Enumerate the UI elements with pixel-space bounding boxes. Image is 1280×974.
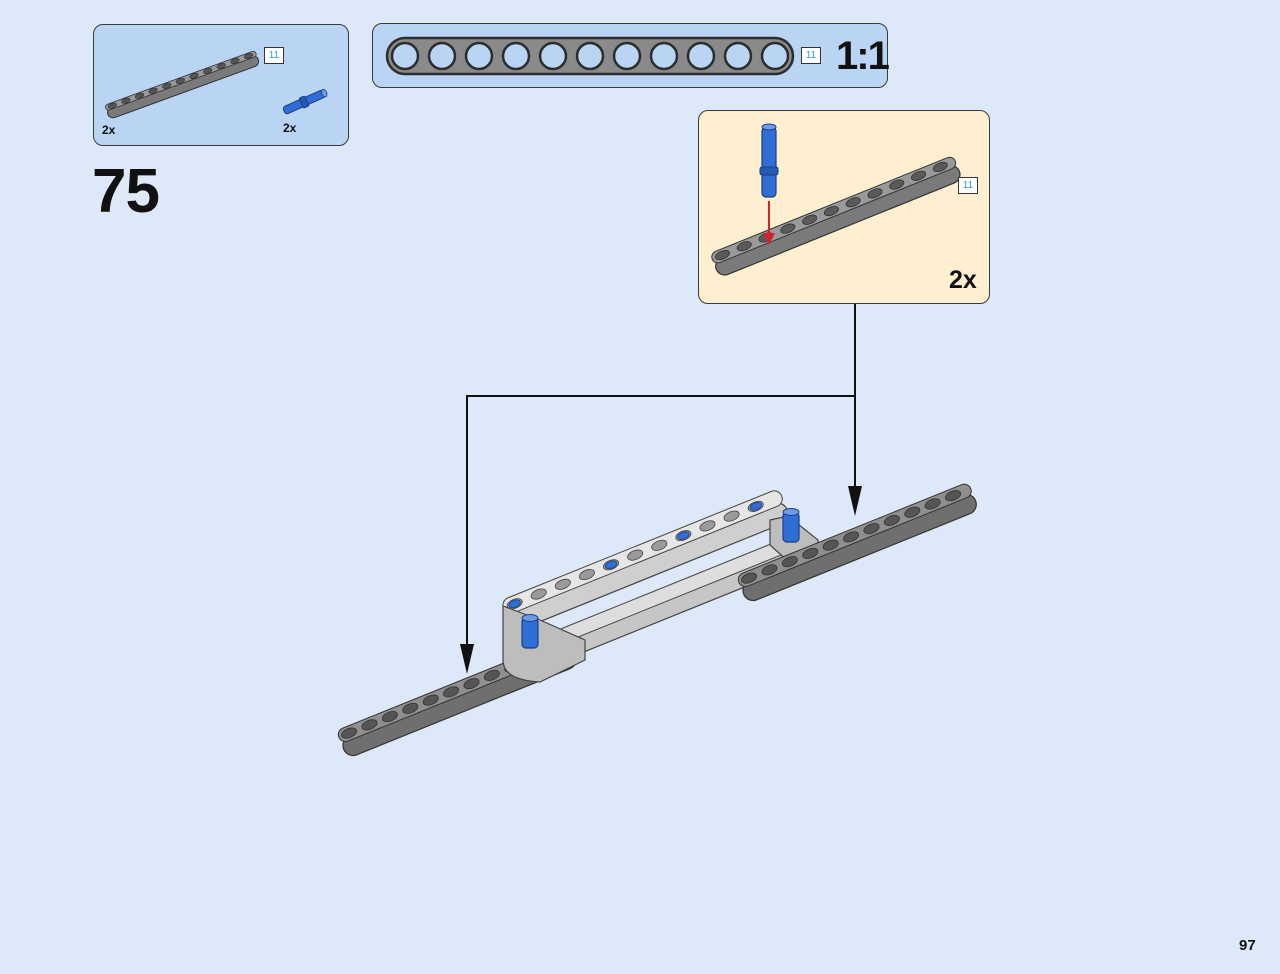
sub-assembly-box: 11 xyxy=(698,110,990,304)
sub-length-tag: 11 xyxy=(958,177,978,194)
parts-list-box: 11 2x 2x xyxy=(93,24,349,146)
scale-length-tag: 11 xyxy=(801,47,821,64)
pin-quantity: 2x xyxy=(283,121,297,135)
page-number: 97 xyxy=(1239,937,1256,954)
model-pin-left xyxy=(521,614,539,649)
beam-scale-silhouette xyxy=(385,36,795,76)
beam-length-tag: 11 xyxy=(264,47,284,64)
sub-assembly-illustration xyxy=(711,123,961,276)
scale-bar-box: 11 xyxy=(372,23,888,88)
step-number: 75 xyxy=(92,157,160,226)
pin-vertical xyxy=(759,123,779,198)
insert-arrow xyxy=(763,201,775,245)
model-pin-right xyxy=(782,508,800,543)
sub-assembly-quantity: 2x xyxy=(949,266,977,294)
scale-label: 1:1 xyxy=(836,34,890,78)
beam-11-part xyxy=(105,50,328,119)
beam-quantity: 2x xyxy=(102,123,116,137)
pin-part xyxy=(282,88,328,115)
